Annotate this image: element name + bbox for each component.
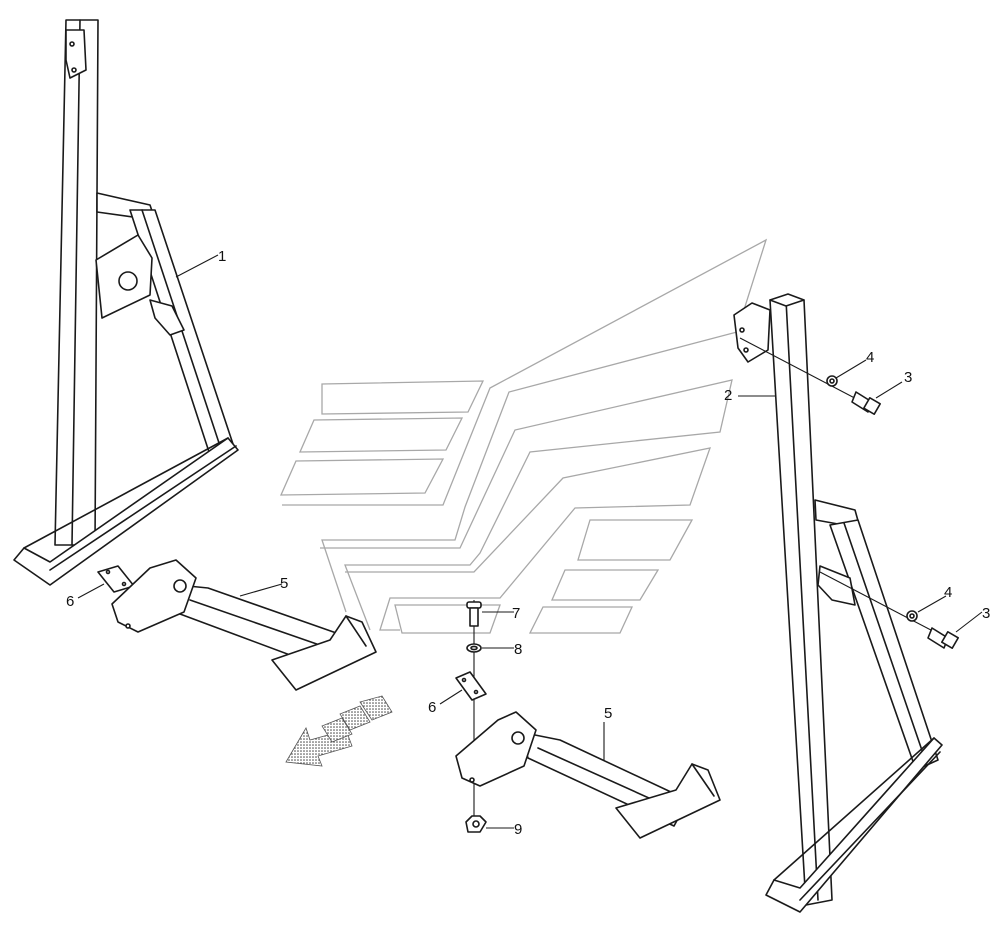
bolt-lower — [927, 627, 959, 649]
nut-center — [465, 815, 487, 833]
plate-right — [455, 671, 487, 701]
direction-arrow-icon — [285, 695, 393, 767]
leader-6-left — [77, 583, 105, 599]
assembly-axis-upper — [739, 337, 869, 406]
label-bolt-center: 7 — [512, 605, 520, 622]
label-washer-upper: 4 — [866, 349, 874, 366]
leader-6-right — [439, 689, 463, 705]
washer-upper — [826, 375, 838, 387]
label-frame-left: 1 — [218, 248, 226, 265]
label-washer-lower: 4 — [944, 584, 952, 601]
watermark-logo — [279, 238, 768, 634]
label-bolt-lower: 3 — [982, 605, 990, 622]
right-frame — [733, 293, 943, 913]
label-foot-right: 5 — [604, 705, 612, 722]
label-washer-center: 8 — [514, 641, 522, 658]
washer-center — [466, 643, 482, 653]
bolt-center — [466, 601, 482, 627]
foot-right — [455, 711, 721, 839]
label-foot-left: 5 — [280, 575, 288, 592]
label-frame-right: 2 — [724, 387, 732, 404]
leader-4-upper — [835, 359, 867, 379]
assembly-axis-lower — [819, 571, 951, 641]
leader-3-upper — [875, 381, 903, 399]
label-plate-left: 6 — [66, 593, 74, 610]
leader-4-lower — [917, 595, 947, 613]
label-nut-center: 9 — [514, 821, 522, 838]
leader-3-lower — [955, 611, 983, 633]
label-bolt-upper: 3 — [904, 369, 912, 386]
left-frame — [13, 19, 239, 586]
leader-1 — [175, 254, 219, 278]
bolt-upper — [851, 391, 881, 415]
foot-left — [111, 559, 377, 691]
label-plate-right: 6 — [428, 699, 436, 716]
washer-lower — [906, 610, 918, 622]
leader-5-left — [239, 583, 283, 597]
